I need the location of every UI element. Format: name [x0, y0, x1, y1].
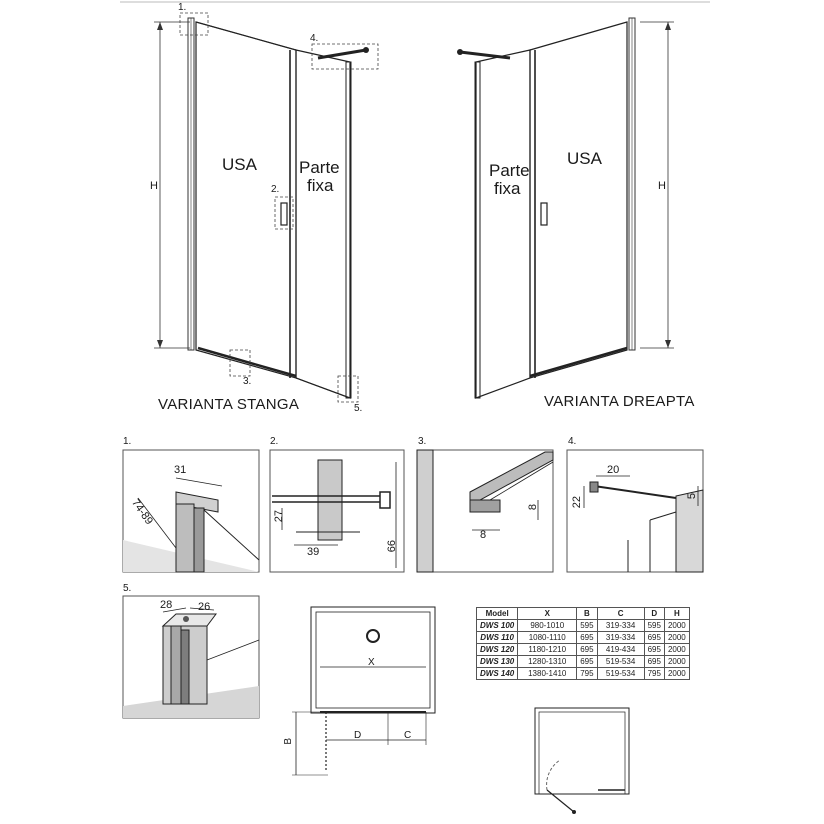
table-cell-c: 419-434 [596, 643, 645, 656]
detail-1-number: 1. [123, 436, 132, 447]
table-row: DWS 100 980-1010 595 319-334 595 2000 [475, 619, 690, 632]
table-cell-h: 2000 [663, 631, 690, 644]
detail-2-dim-66: 66 [386, 540, 398, 553]
detail-3-number: 3. [418, 436, 427, 447]
table-header-x: X [517, 607, 578, 620]
right-variant-label: VARIANTA DREAPTA [544, 393, 695, 410]
table-cell-d: 695 [643, 643, 665, 656]
table-cell-x: 1180-1210 [517, 643, 578, 656]
table-cell-model: DWS 100 [475, 619, 519, 632]
detail-2-number: 2. [270, 436, 279, 447]
detail-1-dim-width: 31 [174, 464, 187, 476]
callout-4: 4. [310, 33, 319, 44]
table-cell-h: 2000 [663, 619, 690, 632]
table-header-model: Model [475, 607, 519, 620]
right-height-label: H [658, 180, 666, 192]
callout-5: 5. [354, 403, 363, 414]
table-cell-h: 2000 [663, 643, 690, 656]
detail-4-dim-22: 22 [571, 496, 583, 509]
table-header-d: D [643, 607, 665, 620]
table-cell-x: 1380-1410 [517, 667, 578, 680]
callout-1: 1. [178, 2, 187, 13]
table-cell-x: 1280-1310 [517, 655, 578, 668]
table-cell-d: 695 [643, 655, 665, 668]
table-cell-b: 695 [576, 643, 598, 656]
plan-d-label: D [354, 730, 362, 741]
table-row: DWS 140 1380-1410 795 519-534 795 2000 [475, 667, 690, 680]
table-row: DWS 130 1280-1310 695 519-534 695 2000 [475, 655, 690, 668]
detail-4-dim-20: 20 [607, 464, 620, 476]
table-header-h: H [663, 607, 690, 620]
table-cell-b: 595 [576, 619, 598, 632]
plan-x-label: X [368, 657, 375, 668]
left-fixed-label-line1: Parte [299, 158, 340, 177]
table-cell-x: 1080-1110 [517, 631, 578, 644]
detail-2-dim-27: 27 [273, 510, 285, 523]
left-door-label: USA [222, 155, 257, 174]
plan-c-label: C [404, 730, 412, 741]
table-cell-b: 695 [576, 631, 598, 644]
detail-5-dim-28: 28 [160, 599, 173, 611]
model-spec-table: Model X B C D H DWS 100 980-1010 595 319… [475, 607, 690, 680]
table-cell-c: 319-334 [596, 619, 645, 632]
table-cell-d: 595 [643, 619, 665, 632]
table-cell-d: 695 [643, 631, 665, 644]
table-cell-c: 519-534 [596, 667, 645, 680]
table-header-row: Model X B C D H [475, 607, 690, 620]
detail-5-number: 5. [123, 583, 132, 594]
right-fixed-label-line1: Parte [489, 161, 530, 180]
detail-3-dim-width: 8 [480, 529, 487, 541]
callout-2: 2. [271, 184, 280, 195]
detail-2-dim-39: 39 [307, 546, 320, 558]
table-cell-c: 319-334 [596, 631, 645, 644]
left-fixed-label-line2: fixa [307, 176, 334, 195]
left-variant-label: VARIANTA STANGA [158, 396, 300, 413]
table-cell-b: 795 [576, 667, 598, 680]
table-header-b: B [576, 607, 598, 620]
detail-5-dim-26: 26 [198, 601, 211, 613]
table-cell-model: DWS 110 [475, 631, 519, 644]
table-cell-b: 695 [576, 655, 598, 668]
table-row: DWS 120 1180-1210 695 419-434 695 2000 [475, 643, 690, 656]
detail-4-dim-5: 5 [686, 493, 698, 500]
table-cell-d: 795 [643, 667, 665, 680]
table-cell-model: DWS 130 [475, 655, 519, 668]
plan-b-label: B [283, 738, 294, 745]
table-cell-x: 980-1010 [517, 619, 578, 632]
right-fixed-label-line2: fixa [494, 179, 521, 198]
right-door-label: USA [567, 149, 602, 168]
callout-3: 3. [243, 376, 252, 387]
table-cell-model: DWS 140 [475, 667, 519, 680]
table-cell-model: DWS 120 [475, 643, 519, 656]
table-header-c: C [596, 607, 645, 620]
table-cell-h: 2000 [663, 655, 690, 668]
table-cell-c: 519-534 [596, 655, 645, 668]
detail-3-dim-height: 8 [527, 504, 539, 511]
table-cell-h: 2000 [663, 667, 690, 680]
left-height-label: H [150, 180, 158, 192]
table-row: DWS 110 1080-1110 695 319-334 695 2000 [475, 631, 690, 644]
detail-4-number: 4. [568, 436, 577, 447]
